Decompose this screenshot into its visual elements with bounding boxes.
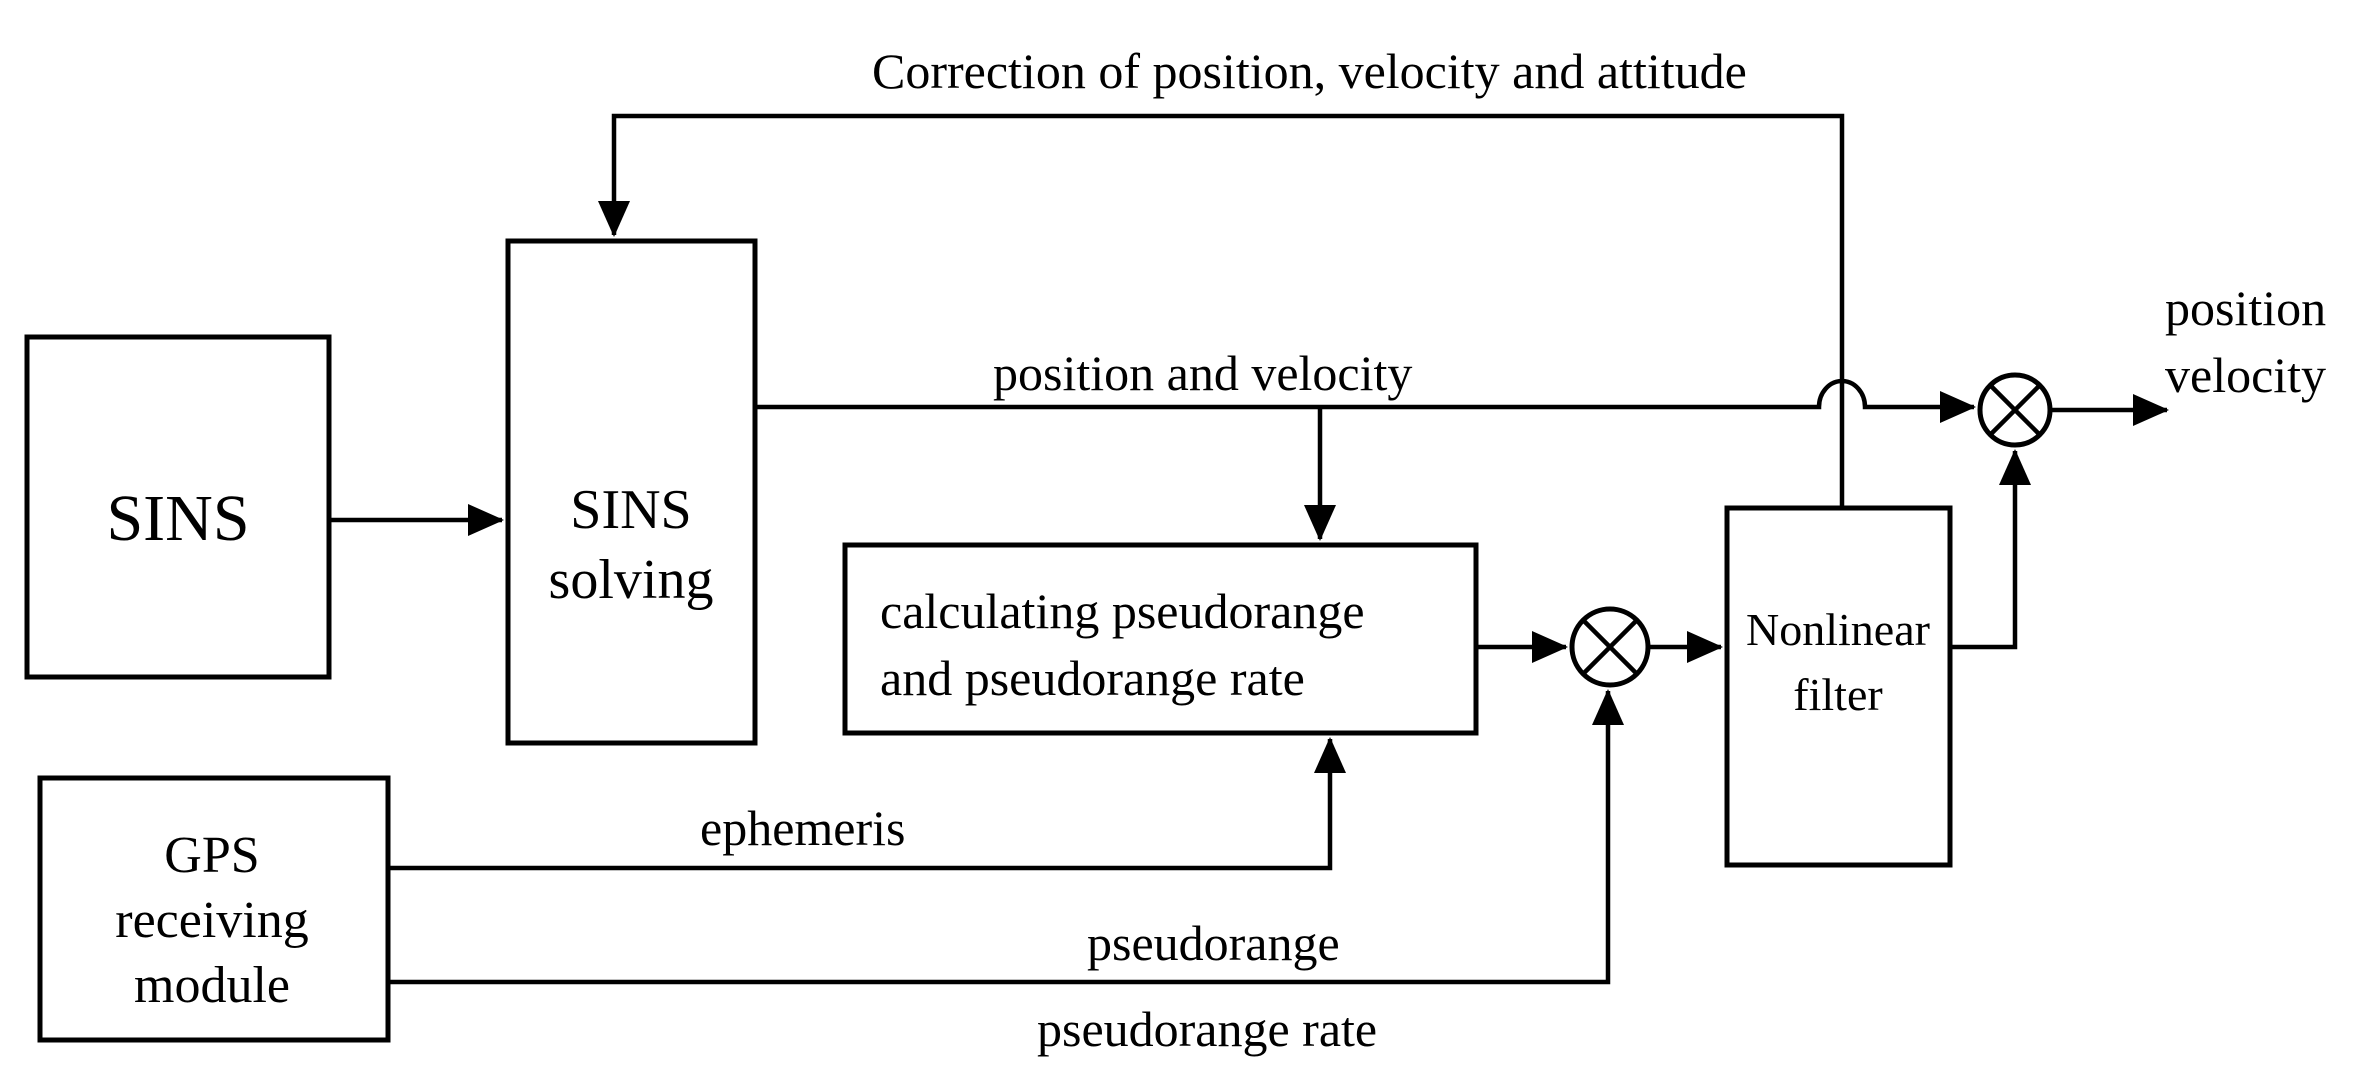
output-label-line2: velocity xyxy=(2165,347,2326,403)
nonlinear-filter-block xyxy=(1724,505,1953,868)
calc-block-label-line1: calculating pseudorange xyxy=(880,583,1365,639)
gps-block-label-line3: module xyxy=(134,957,290,1014)
output-label-line1: position xyxy=(2165,280,2326,336)
position-velocity-line xyxy=(755,378,1976,423)
correction-feedback-path xyxy=(598,113,1845,508)
sins-solving-label-line1: SINS xyxy=(570,479,691,541)
calc-block-label-line2: and pseudorange rate xyxy=(880,650,1305,706)
sins-block xyxy=(24,334,332,680)
correction-label: Correction of position, velocity and att… xyxy=(872,43,1747,99)
gps-block-label-line1: GPS xyxy=(164,827,259,884)
pseudorange-rate-label: pseudorange rate xyxy=(1037,1001,1377,1057)
multiply-junction-left-cross-2 xyxy=(1581,618,1639,676)
position-velocity-label: position and velocity xyxy=(993,345,1412,401)
gps-block-label-line2: receiving xyxy=(115,892,308,949)
gps-receiving-module-block xyxy=(37,775,391,1043)
ephemeris-line xyxy=(388,737,1346,871)
multiply-junction-right-cross-2 xyxy=(1988,383,2042,437)
calc-pseudorange-block xyxy=(842,542,1479,736)
filter-to-mixer-arrow xyxy=(1950,449,2031,650)
sins-block-label: SINS xyxy=(106,482,249,555)
ephemeris-label: ephemeris xyxy=(700,800,905,856)
sins-solving-block xyxy=(505,238,758,746)
sins-solving-label-line2: solving xyxy=(549,549,714,611)
multiply-junction-right xyxy=(1977,372,2053,448)
nonlinear-filter-label-line2: filter xyxy=(1793,669,1882,720)
multiply-junction-left xyxy=(1569,606,1651,688)
nonlinear-filter-label-line1: Nonlinear xyxy=(1746,604,1930,655)
pseudorange-label: pseudorange xyxy=(1087,915,1340,971)
pseudorange-line xyxy=(388,689,1624,985)
